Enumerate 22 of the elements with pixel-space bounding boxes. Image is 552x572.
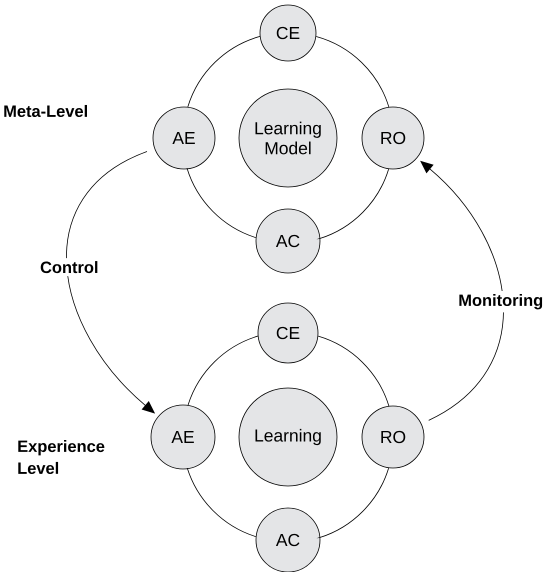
ring-arc — [318, 336, 390, 407]
circle-node: RO — [362, 406, 424, 468]
circle-node: AE — [152, 106, 216, 170]
ring-arc — [188, 336, 259, 406]
circle-node: CE — [260, 4, 316, 62]
ring-arc — [186, 168, 256, 238]
circle-node: Learning — [238, 388, 338, 486]
level-label: Experience Level — [18, 440, 104, 474]
level-label: Meta-Level — [4, 104, 87, 118]
ring-arc — [319, 168, 390, 239]
circle-node: AE — [150, 404, 216, 470]
ring-arc — [316, 36, 390, 108]
ring-arc — [319, 468, 390, 538]
circle-node: AC — [256, 208, 320, 274]
ring-arc — [186, 468, 256, 537]
circle-node: AC — [256, 508, 320, 572]
circle-node: CE — [258, 302, 318, 364]
circle-node: Learning Model — [238, 88, 338, 188]
edge-label: Monitoring — [455, 290, 546, 312]
edge-label: Control — [37, 258, 102, 276]
circle-node: RO — [362, 106, 424, 170]
ring-arc — [187, 36, 261, 108]
